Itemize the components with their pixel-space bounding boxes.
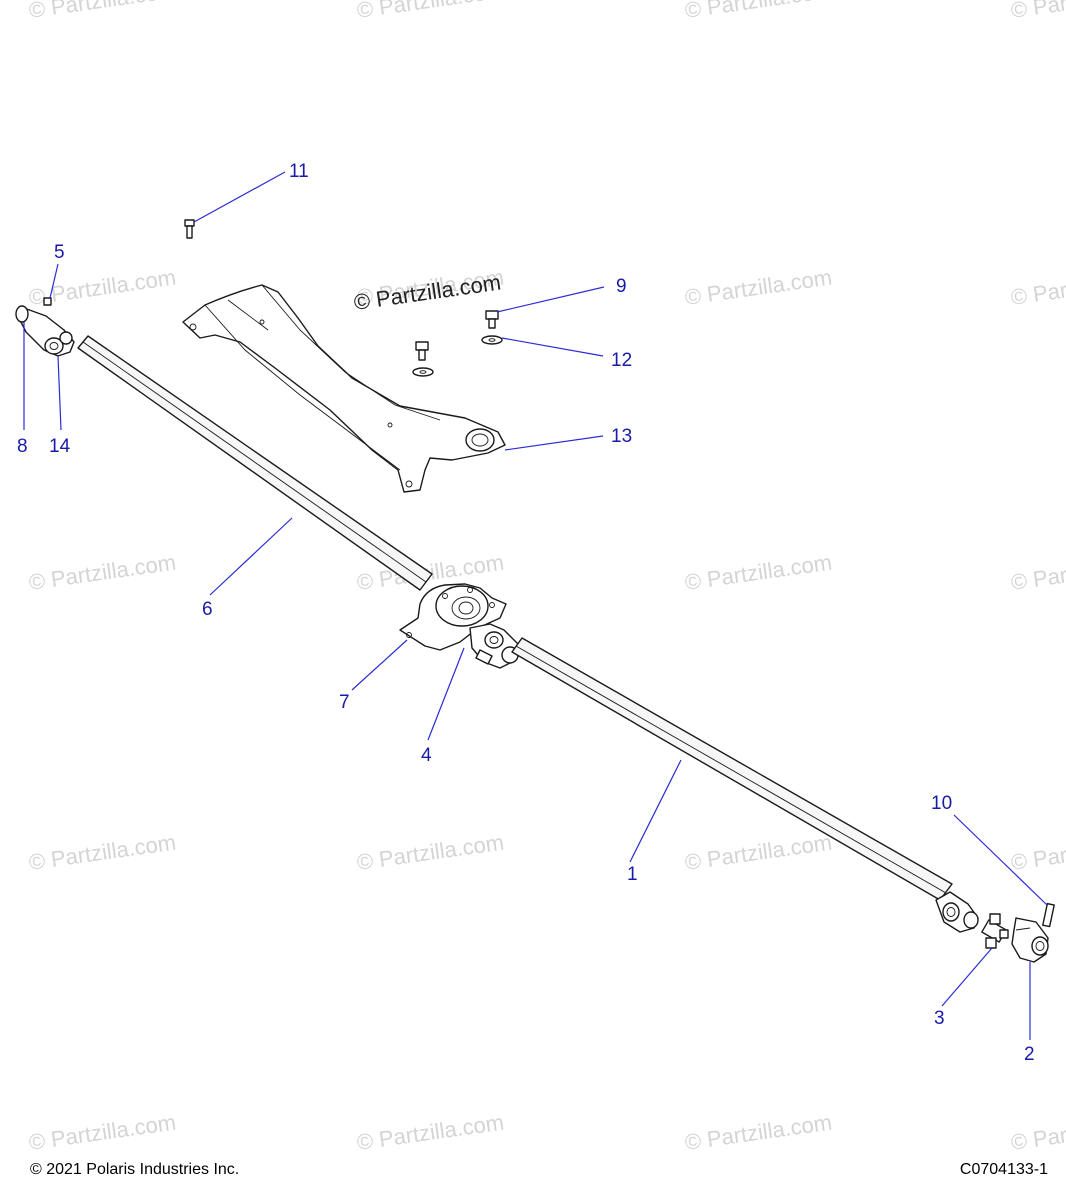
callout-4: 4 [421,745,432,766]
watermark-text: © Partzilla.com [27,1110,177,1155]
center-u-joint [469,623,519,669]
watermark-text: © Partzilla.com [355,830,505,875]
watermark-text: © Partzilla.com [1009,1110,1066,1155]
watermark-text: © Partzilla.com [683,1110,833,1155]
watermark-text: © Partzilla.com [1009,265,1066,310]
watermark-text: © Partzilla.com [27,550,177,595]
callout-5: 5 [54,242,65,263]
callout-11: 11 [289,161,309,182]
front-yoke [15,305,75,357]
washer-12 [481,335,503,345]
watermark-text: © Partzilla.com [1009,550,1066,595]
front-prop-shaft [77,335,433,591]
rear-prop-shaft [511,637,953,901]
callout-9: 9 [616,276,627,297]
callout-8: 8 [17,436,28,457]
watermark-layer: © Partzilla.com © Partzilla.com © Partzill… [27,0,1066,1155]
watermark-text: © Partzilla.com [27,830,177,875]
heat-shield [182,284,506,493]
callout-3: 3 [934,1008,945,1029]
callout-labels: 1 2 3 4 5 6 7 8 9 10 11 12 13 14 [17,161,1035,1065]
copyright-text: © 2021 Polaris Industries Inc. [30,1161,240,1178]
roll-pin [1042,902,1055,928]
callout-7: 7 [339,692,350,713]
watermark-text: © Partzilla.com [683,550,833,595]
watermark-text: © Partzilla.com [355,0,505,23]
end-yoke [1011,917,1049,963]
callout-6: 6 [202,599,213,620]
watermark-text: © Partzilla.com [355,1110,505,1155]
callout-2: 2 [1024,1044,1035,1065]
watermark-text: © Partzilla.com [27,0,177,23]
callout-1: 1 [627,864,638,885]
grease-fitting-5 [43,297,52,306]
watermark-text: © Partzilla.com [683,830,833,875]
rear-yoke [935,891,979,933]
callout-14: 14 [49,436,71,457]
bolt-11 [184,219,195,239]
callout-10: 10 [931,793,952,814]
cross-bearing [981,913,1009,949]
watermark-text: © Partzilla.com [1009,830,1066,875]
watermark-text: © Partzilla.com [683,0,833,23]
callout-13: 13 [611,426,632,447]
watermark-text: © Partzilla.com [1009,0,1066,23]
callout-12: 12 [611,350,632,371]
bolt-washer-left [412,341,434,377]
leader-lines [23,171,1048,1040]
watermark-text: © Partzilla.com [683,265,833,310]
diagram-code: C0704133-1 [959,1161,1048,1178]
bolt-9 [485,310,499,329]
carrier-bearing [399,583,507,651]
